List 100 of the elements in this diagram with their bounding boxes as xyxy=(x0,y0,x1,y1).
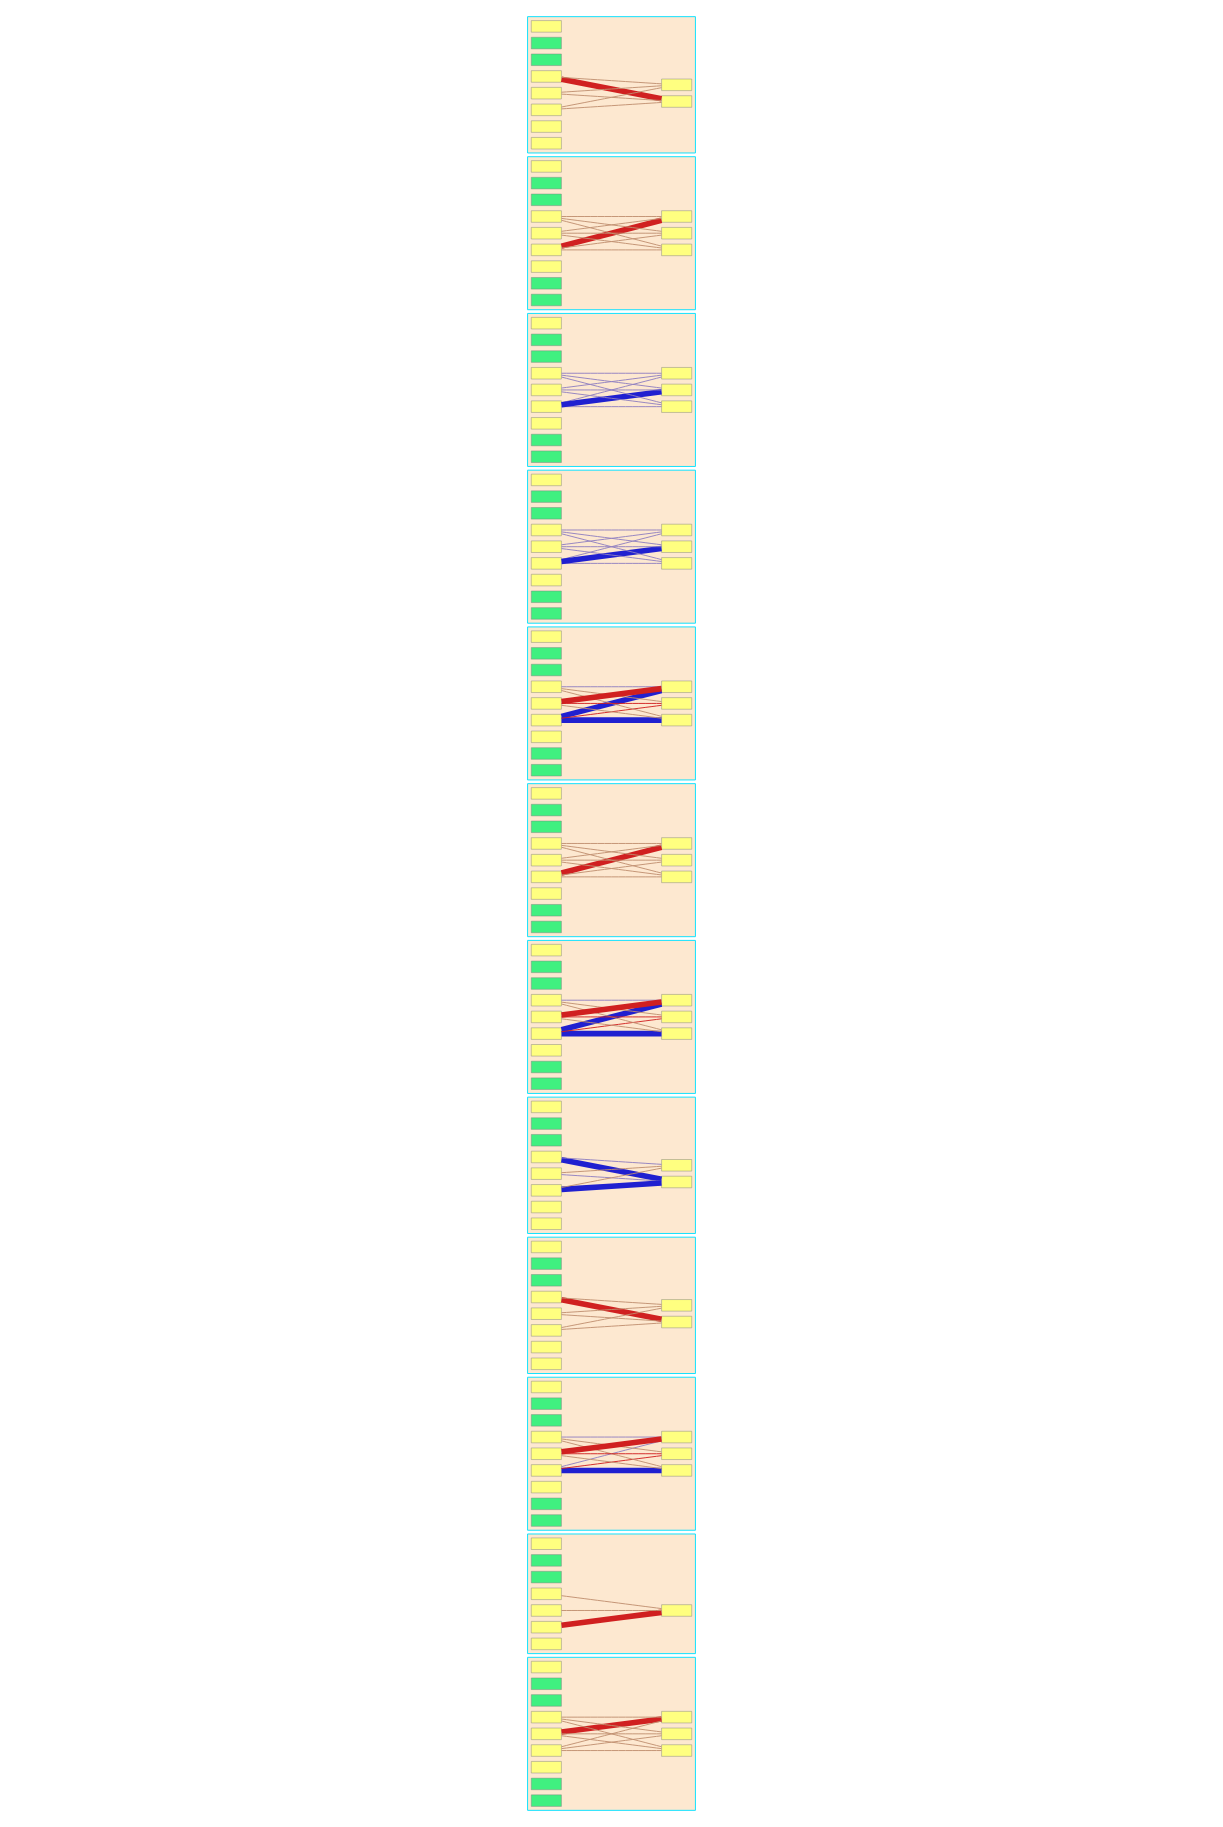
cluster xyxy=(527,312,696,467)
connector xyxy=(561,717,662,723)
node-box xyxy=(531,103,562,116)
connector xyxy=(561,1297,662,1305)
node-box xyxy=(531,764,562,777)
node-box xyxy=(531,333,562,346)
node-box xyxy=(531,977,562,990)
node-box xyxy=(531,1397,562,1410)
node-box xyxy=(531,160,562,173)
node-box xyxy=(531,1621,562,1634)
node-box xyxy=(531,1637,562,1650)
node-box xyxy=(531,1044,562,1057)
node-box xyxy=(661,557,692,570)
connector xyxy=(561,232,662,234)
node-box xyxy=(531,177,562,190)
node-box xyxy=(531,1554,562,1567)
node-box xyxy=(661,714,692,727)
connector xyxy=(561,1305,662,1314)
node-box xyxy=(531,1537,562,1550)
connector xyxy=(561,859,662,861)
connector xyxy=(561,1180,662,1193)
node-box xyxy=(531,53,562,66)
node-box xyxy=(661,870,692,883)
node-box xyxy=(531,680,562,693)
node-box xyxy=(531,243,562,256)
node-box xyxy=(661,1727,692,1740)
node-box xyxy=(531,1727,562,1740)
node-box xyxy=(531,1414,562,1427)
node-box xyxy=(531,293,562,306)
cluster xyxy=(527,16,696,154)
cluster xyxy=(527,1656,696,1811)
cluster xyxy=(527,156,696,311)
node-box xyxy=(661,1175,692,1189)
node-box xyxy=(531,1571,562,1584)
connector xyxy=(561,249,662,251)
connector xyxy=(561,1018,662,1033)
connector xyxy=(561,876,662,878)
node-box xyxy=(531,1794,562,1807)
node-box xyxy=(531,1777,562,1790)
connector xyxy=(561,1720,662,1748)
cluster xyxy=(527,1096,696,1234)
node-box xyxy=(661,78,692,91)
node-box xyxy=(531,400,562,413)
cluster xyxy=(527,1376,696,1531)
node-box xyxy=(531,1464,562,1477)
node-box xyxy=(531,1150,562,1163)
connector xyxy=(561,93,662,102)
node-box xyxy=(531,697,562,710)
node-box xyxy=(531,87,562,100)
node-box xyxy=(531,1240,562,1253)
node-box xyxy=(531,260,562,273)
cluster xyxy=(527,783,696,938)
node-box xyxy=(661,1299,692,1312)
node-box xyxy=(531,1447,562,1460)
connector xyxy=(561,533,662,561)
node-box xyxy=(531,540,562,553)
connector xyxy=(561,217,662,232)
node-box xyxy=(531,590,562,603)
connector xyxy=(561,1322,662,1330)
connector xyxy=(561,1030,662,1037)
node-box xyxy=(661,1447,692,1460)
node-box xyxy=(531,730,562,743)
cluster xyxy=(527,1236,696,1374)
node-box xyxy=(661,1431,692,1444)
node-box xyxy=(661,523,692,536)
node-box xyxy=(531,574,562,587)
node-box xyxy=(661,1316,692,1329)
node-box xyxy=(661,1711,692,1724)
connector xyxy=(561,1609,662,1629)
connector xyxy=(561,1467,662,1474)
node-box xyxy=(531,1027,562,1040)
connector xyxy=(561,1733,662,1735)
node-box xyxy=(661,854,692,867)
node-box xyxy=(531,630,562,643)
node-box xyxy=(531,1291,562,1304)
cluster xyxy=(527,626,696,781)
connector xyxy=(561,1167,662,1188)
connector xyxy=(561,1436,662,1438)
node-box xyxy=(531,20,562,33)
node-box xyxy=(531,1134,562,1147)
node-box xyxy=(531,920,562,933)
node-box xyxy=(531,523,562,536)
node-box xyxy=(531,137,562,150)
node-box xyxy=(661,383,692,396)
node-box xyxy=(661,680,692,693)
node-box xyxy=(531,1341,562,1354)
connector xyxy=(561,531,662,546)
connector xyxy=(561,102,662,110)
connector xyxy=(561,76,662,85)
node-box xyxy=(531,383,562,396)
connector xyxy=(561,376,662,404)
node-box xyxy=(531,887,562,900)
node-box xyxy=(531,1380,562,1393)
node-box xyxy=(531,1167,562,1180)
node-box xyxy=(531,1661,562,1674)
connector xyxy=(561,861,662,876)
node-box xyxy=(531,70,562,83)
connector xyxy=(561,844,662,859)
node-box xyxy=(531,1201,562,1214)
node-box xyxy=(531,434,562,447)
